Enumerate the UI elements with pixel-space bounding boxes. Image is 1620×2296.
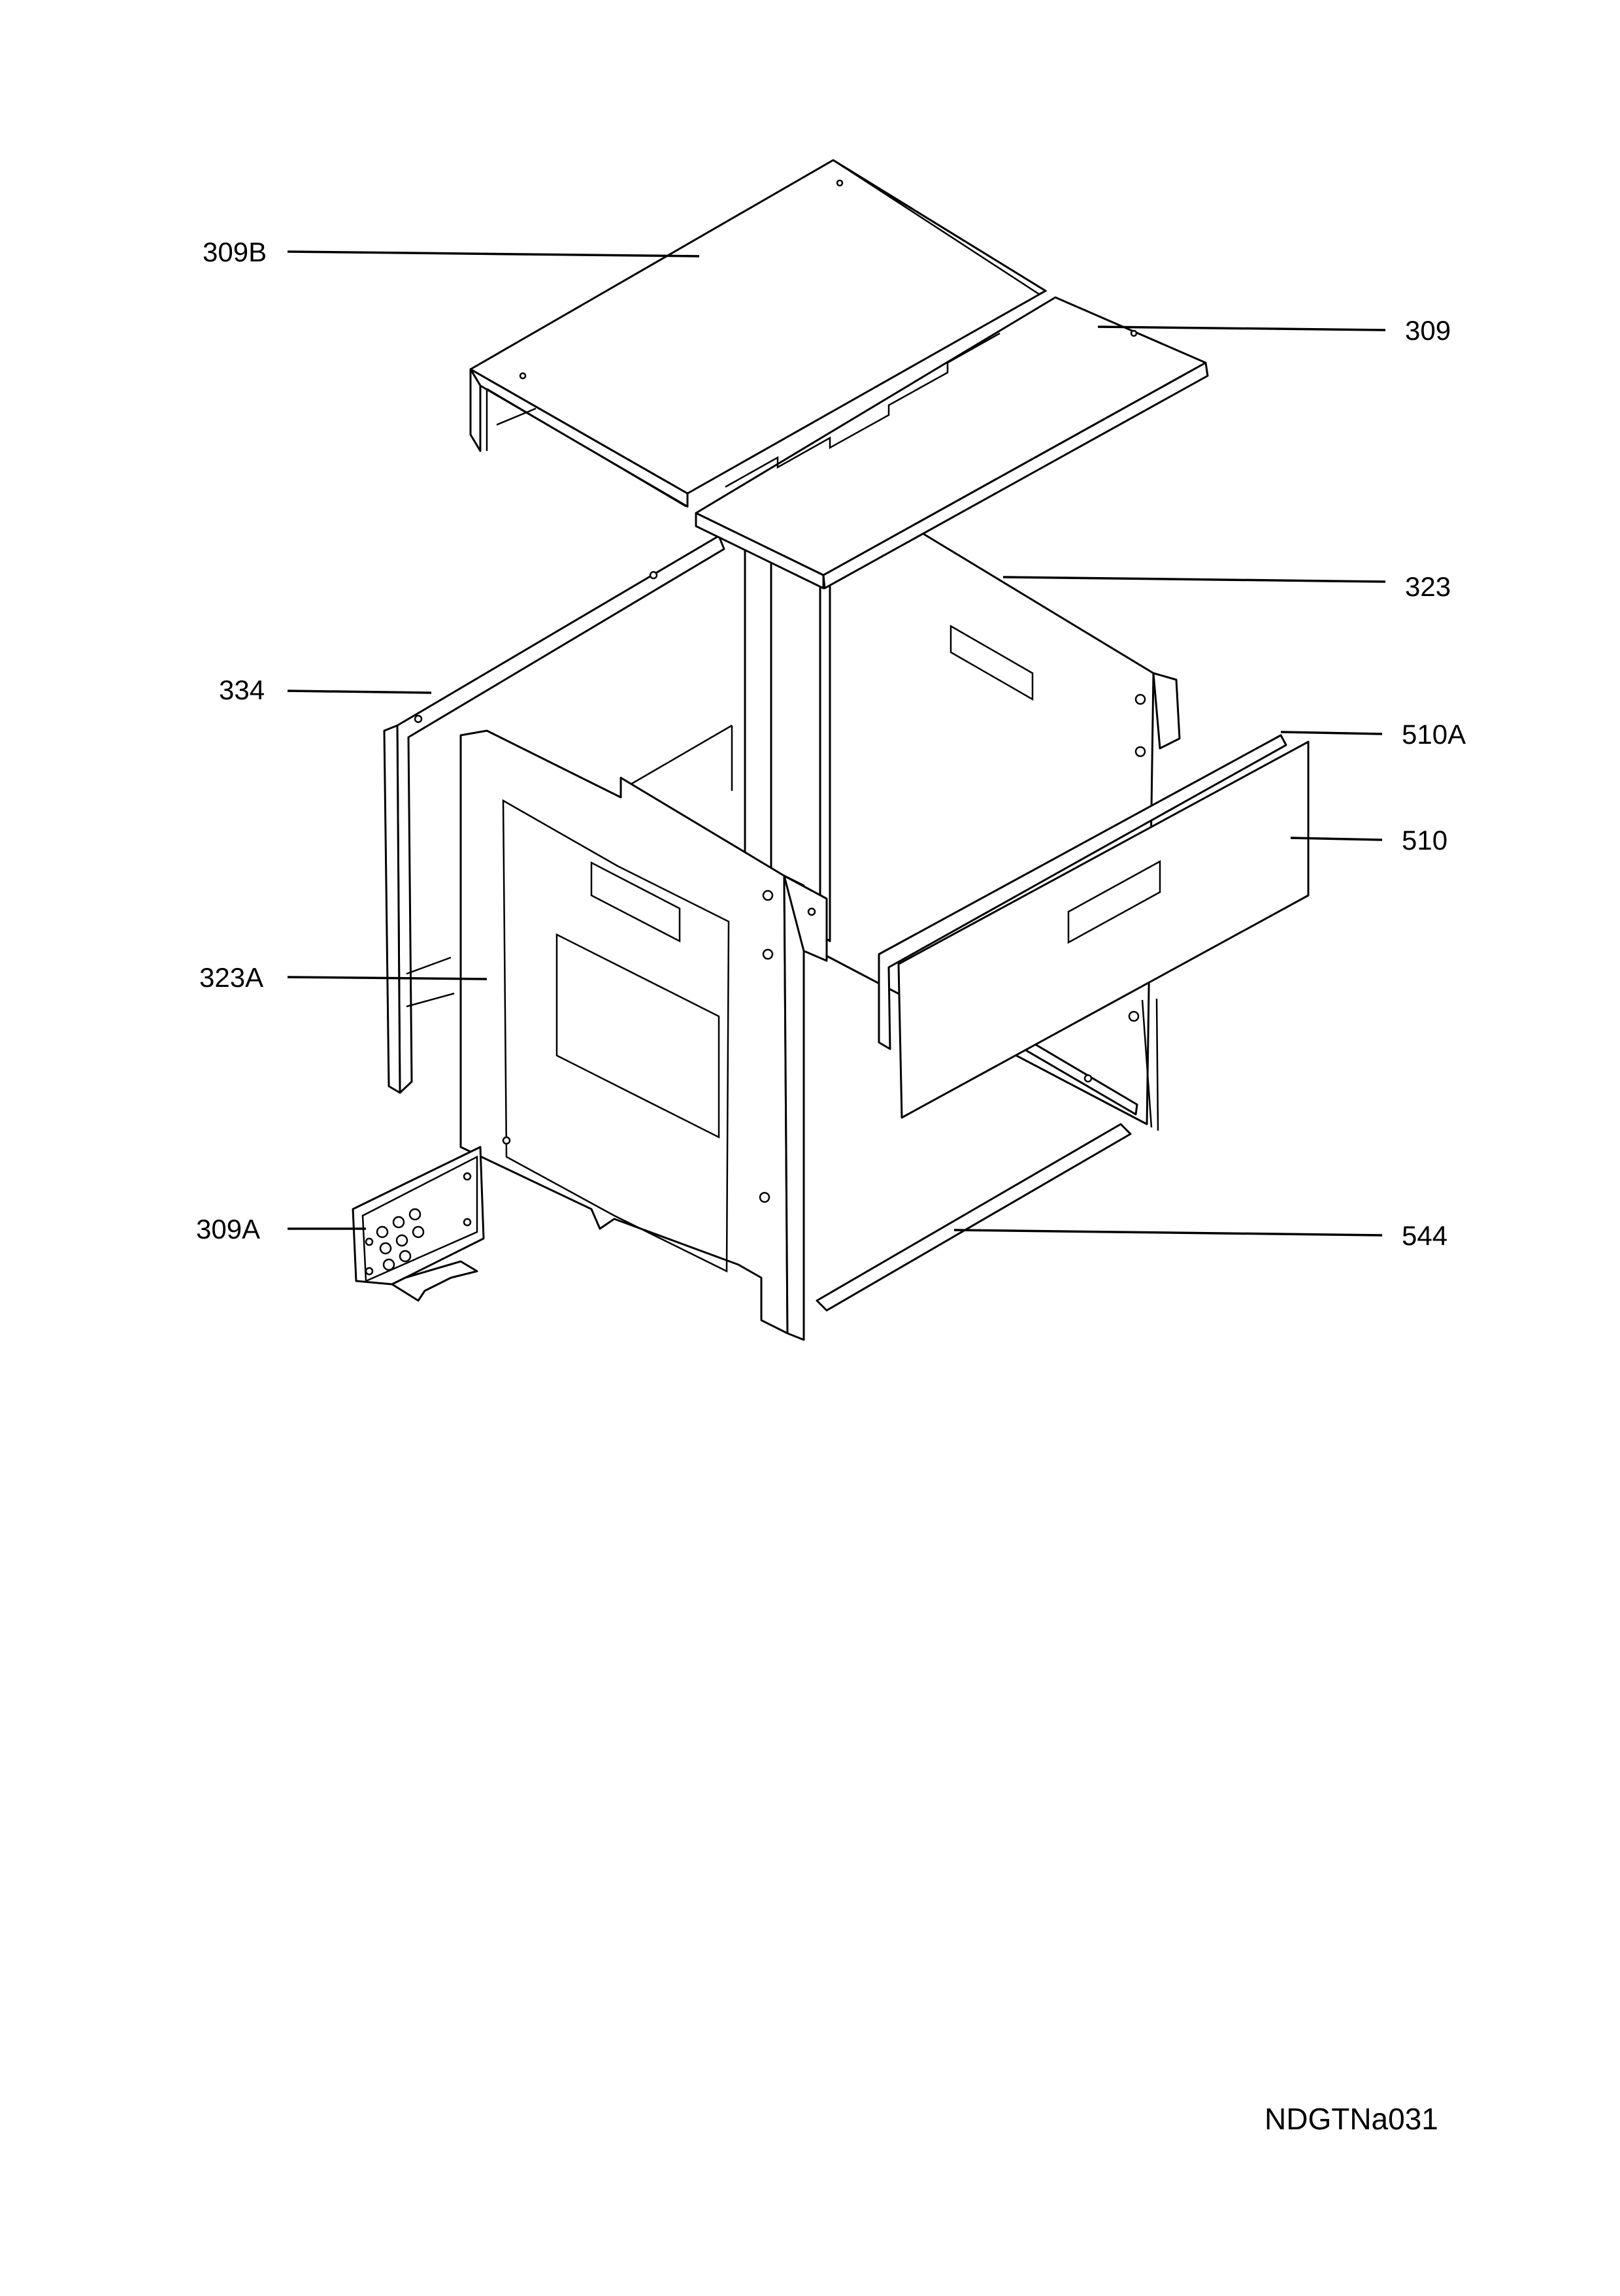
part-510A-control-panel — [878, 734, 1287, 1050]
label-510: 510 — [1402, 825, 1447, 856]
part-309-top-cover — [695, 296, 1209, 590]
callout-544: 544 — [953, 1220, 1447, 1251]
label-323A: 323A — [199, 962, 263, 993]
label-510A: 510A — [1402, 719, 1466, 750]
drawing-reference-code: NDGTNa031 — [1265, 2102, 1438, 2136]
label-334: 334 — [219, 674, 265, 705]
part-309A-bracket — [352, 1146, 485, 1302]
callout-309A: 309A — [196, 1214, 366, 1244]
part-510-control-panel — [897, 740, 1310, 1119]
label-323: 323 — [1405, 571, 1451, 602]
label-309A: 309A — [196, 1214, 260, 1244]
callout-334: 334 — [219, 674, 432, 705]
callout-510A: 510A — [1280, 719, 1466, 750]
part-309B-top-cover — [469, 159, 1048, 508]
label-544: 544 — [1402, 1220, 1447, 1251]
callout-309: 309 — [1097, 315, 1451, 346]
part-323A-front-panel — [459, 724, 828, 1341]
callout-510: 510 — [1290, 825, 1447, 856]
label-309B: 309B — [203, 237, 267, 267]
label-309: 309 — [1405, 315, 1451, 346]
callout-309B: 309B — [203, 237, 700, 267]
callout-323: 323 — [1002, 571, 1451, 602]
callout-323A: 323A — [199, 962, 488, 993]
